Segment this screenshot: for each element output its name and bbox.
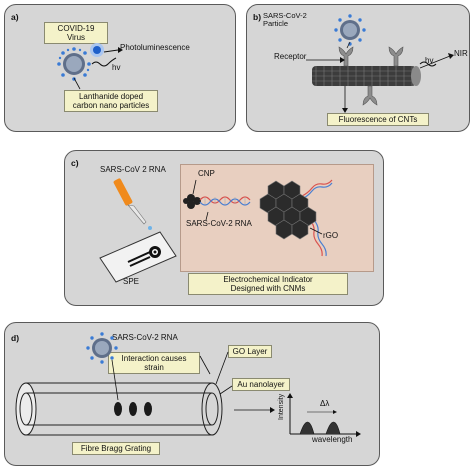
panel-d-letter: d) xyxy=(11,333,20,343)
fibre-cylinder-icon xyxy=(15,382,223,436)
panel-d-rna-label: SARS-CoV-2 RNA xyxy=(112,333,178,342)
virus-icon xyxy=(57,47,91,81)
panel-a-particle-label: Lanthanide doped carbon nano particles xyxy=(64,90,158,113)
panel-c-rna-label-2: SARS-CoV-2 RNA xyxy=(186,219,252,228)
panel-d-wavelength: wavelength xyxy=(312,435,353,444)
panel-c-cnp: CNP xyxy=(198,169,215,178)
panel-b-nir: NIR xyxy=(454,49,468,58)
hv-arrow-icon xyxy=(419,61,437,67)
panel-c-indicator-line-1: Electrochemical Indicator xyxy=(223,275,313,284)
panel-b-hv: hv xyxy=(425,56,434,65)
panel-a-hv: hv xyxy=(112,63,121,72)
panel-b-particle-line-2: Particle xyxy=(263,19,289,29)
panel-d-interaction-line-1: Interaction causes xyxy=(121,354,187,363)
panel-c-indicator-line-2: Designed with CNMs xyxy=(230,284,306,294)
panel-a-virus-label: COVID-19 Virus xyxy=(44,22,108,45)
pipette-icon xyxy=(113,178,152,230)
panel-a-particle-line-1: Lanthanide doped xyxy=(78,92,144,101)
virus-icon xyxy=(86,332,118,364)
receptor-icon xyxy=(338,46,404,106)
panel-d-delta: Δλ xyxy=(320,399,330,408)
panel-d-interaction-line-2: strain xyxy=(144,363,164,373)
panel-b-particle-line-1: SARS-CoV-2 xyxy=(263,11,307,20)
carbon-nanotube-icon xyxy=(312,66,421,86)
virus-icon xyxy=(334,14,366,46)
panel-d-grating: Fibre Bragg Grating xyxy=(72,442,160,456)
bragg-grating-icon xyxy=(114,402,152,416)
panel-d-go-layer: GO Layer xyxy=(228,345,272,359)
spe-electrode-icon xyxy=(99,231,177,283)
panel-a-particle-line-2: carbon nano particles xyxy=(72,101,150,111)
panel-b-letter: b) xyxy=(253,12,262,22)
panel-d xyxy=(4,322,380,466)
rgo-sheet-icon xyxy=(259,180,317,240)
panel-a-photoluminescence: Photoluminescence xyxy=(120,43,190,52)
panel-c-rgo: rGO xyxy=(323,231,339,240)
panel-c-rna-label: SARS-CoV 2 RNA xyxy=(100,165,166,174)
panel-d-au-layer: Au nanolayer xyxy=(232,378,290,392)
panel-c-indicator: Electrochemical Indicator Designed with … xyxy=(188,273,348,296)
rna-strand-icon xyxy=(199,179,333,257)
panel-a-letter: a) xyxy=(11,12,19,22)
panel-b-particle-label: SARS-CoV-2 Particle xyxy=(263,11,307,29)
spectrum-plot-icon xyxy=(287,393,361,437)
hv-arrow-icon xyxy=(91,57,117,67)
cnp-icon xyxy=(183,194,201,209)
carbon-dot-icon xyxy=(90,43,104,57)
panel-b-fluorescence: Fluorescence of CNTs xyxy=(327,113,429,127)
panel-d-interaction: Interaction causes strain xyxy=(108,352,200,375)
panel-b-receptor: Receptor xyxy=(274,52,307,61)
panel-c-letter: c) xyxy=(71,158,79,168)
panel-c-spe: SPE xyxy=(123,277,140,286)
